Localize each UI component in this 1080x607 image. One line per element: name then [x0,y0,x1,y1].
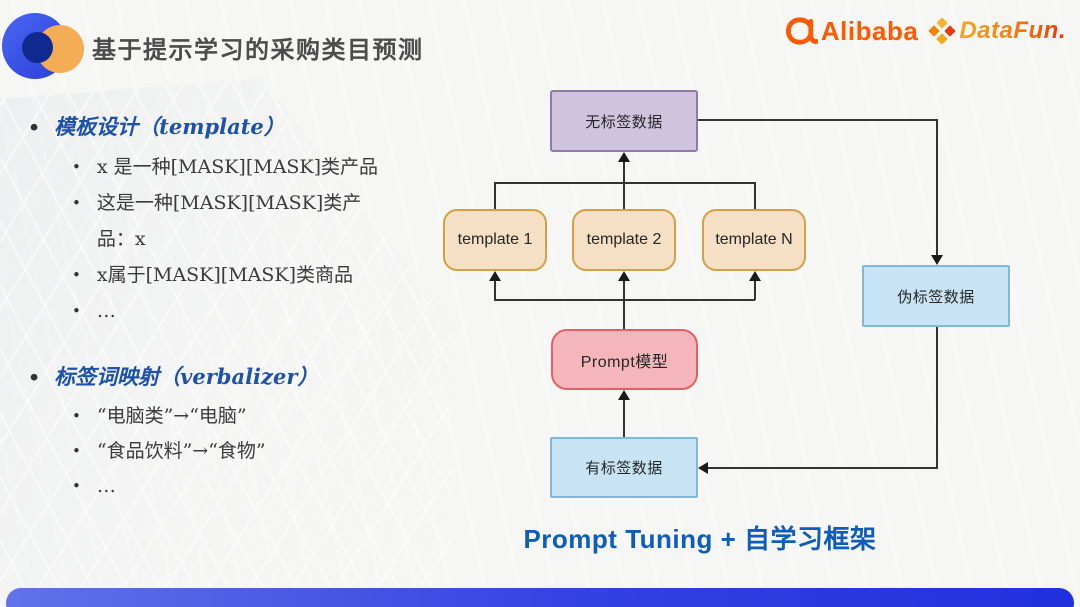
section-title: • 标签词映射（verbalizer） [28,362,432,393]
datafun-logo-text: DataFun. [959,17,1066,44]
alibaba-logo-text: Alibaba [820,15,919,46]
bullet-dot: • [72,302,81,320]
list-item: • … [72,469,432,504]
arrowhead-down-icon [931,255,943,265]
arrowhead-up-icon [749,271,761,281]
connector-line [623,400,625,437]
bullet-dot: • [72,158,81,176]
diagram-caption: Prompt Tuning + 自学习框架 [523,524,877,554]
section-template-design: • 模板设计（template） • x 是一种[MASK][MASK]类产品 … [28,112,432,329]
connector-line [494,182,496,209]
node-labeled-data: 有标签数据 [550,437,698,498]
connector-line [623,281,625,329]
list-item-text: x属于[MASK][MASK]类商品 [96,264,353,286]
navy-circle-icon [22,32,53,63]
list-item-text: … [96,475,116,497]
arrowhead-left-icon [698,462,708,474]
bullet-dot: • [28,367,41,389]
section-title-text: 模板设计（template） [54,114,285,139]
node-prompt-model: Prompt模型 [551,329,698,390]
connector-line [754,182,756,209]
arrowhead-up-icon [489,271,501,281]
bullet-panel: • 模板设计（template） • x 是一种[MASK][MASK]类产品 … [28,112,432,504]
list-item-text: x 是一种[MASK][MASK]类产品 [96,156,379,178]
connector-line [936,119,938,255]
list-item: • x 是一种[MASK][MASK]类产品 [72,149,432,185]
arrowhead-up-icon [618,271,630,281]
bottom-bar [6,588,1074,607]
list-item-text: “食品饮料”→“食物” [96,440,266,462]
deco-circles-logo [0,0,95,90]
node-template-2: template 2 [572,209,676,271]
list-item: • … [72,293,432,329]
connector-line [754,281,756,300]
list-item-text: “电脑类”→“电脑” [96,405,247,427]
node-pseudo-labeled-data: 伪标签数据 [862,265,1010,327]
arrowhead-up-icon [618,152,630,162]
node-template-1: template 1 [443,209,547,271]
bullet-dot: • [72,407,81,425]
node-unlabeled-data: 无标签数据 [550,90,698,152]
section-verbalizer: • 标签词映射（verbalizer） • “电脑类”→“电脑” • “食品饮料… [28,362,432,504]
connector-line [494,281,496,300]
bullet-dot: • [72,194,81,212]
list-item: • “食品饮料”→“食物” [72,434,432,469]
bullet-dot: • [72,266,81,284]
bullet-dot: • [72,477,81,495]
alibaba-smile-icon [785,17,818,45]
alibaba-logo: Alibaba [785,15,919,47]
datafun-logo: DataFun. [928,17,1066,45]
bullet-dot: • [28,117,41,139]
node-template-n: template N [702,209,806,271]
list-item-text: 这是一种[MASK][MASK]类产 品：x [96,192,362,250]
brand-logos: Alibaba DataFun. [785,13,1066,49]
list-item: • 这是一种[MASK][MASK]类产 品：x [72,185,432,257]
connector-line [708,467,938,469]
bullet-dot: • [72,442,81,460]
connector-line [494,299,755,301]
connector-line [698,119,938,121]
section-title: • 模板设计（template） [28,112,432,143]
arrowhead-up-icon [618,390,630,400]
connector-line [623,162,625,209]
list-item: • x属于[MASK][MASK]类商品 [72,257,432,293]
section-title-text: 标签词映射（verbalizer） [54,364,319,389]
connector-line [936,327,938,468]
list-item: • “电脑类”→“电脑” [72,399,432,434]
page-title: 基于提示学习的采购类目预测 [92,37,424,64]
connector-line [494,182,755,184]
list-item-text: … [96,300,116,322]
